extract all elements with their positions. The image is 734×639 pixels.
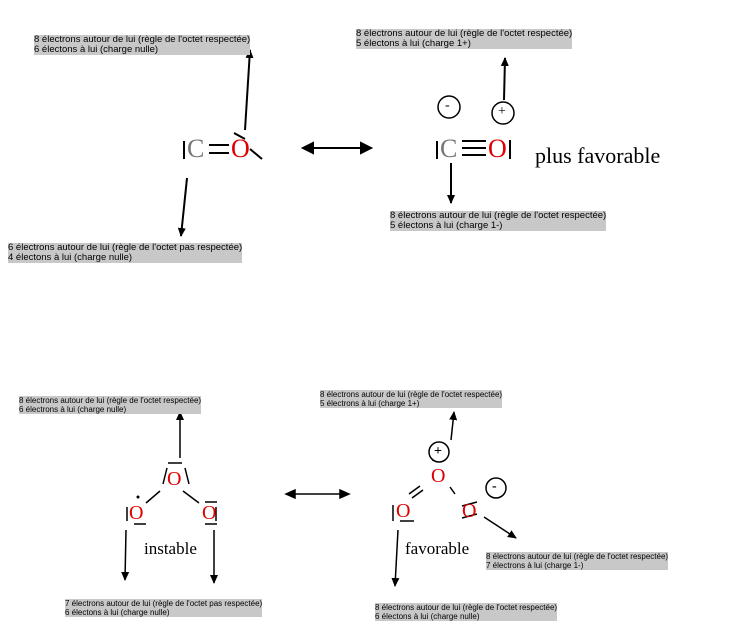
co-right-plus-circle [491,101,515,125]
o3-right-note-right: 8 électrons autour de lui (règle de l'oc… [486,552,669,570]
co-left-note-top: 8 électrons autour de lui (règle de l'oc… [34,34,251,55]
o3-left-right-oxygen: O [202,502,217,524]
note-line: 8 électrons autour de lui (règle de l'oc… [356,28,573,39]
co-left-bonds [183,132,263,160]
o3-left-note-top: 8 électrons autour de lui (règle de l'oc… [19,396,202,414]
note-line: 6 électrons à lui (charge nulle) [19,405,202,414]
note-line: 6 électrons autour de lui (règle de l'oc… [8,242,243,253]
o3-right-arrow-down-left [391,529,400,587]
note-line: 8 électrons autour de lui (règle de l'oc… [320,390,503,399]
co-right-carbon-atom: C [440,134,458,163]
o3-right-note-bottom: 8 électrons autour de lui (règle de l'oc… [375,603,558,621]
co-right-bonds [436,140,511,159]
note-line: 8 électrons autour de lui (règle de l'oc… [19,396,202,405]
co-right-oxygen-atom: O [488,134,507,163]
note-line: 4 électons à lui (charge nulle) [8,253,243,263]
o3-right-right-oxygen: O [462,500,477,522]
note-line: 6 électons à lui (charge nulle) [34,45,251,55]
o3-right-minus-charge: - [492,479,497,494]
o3-right-note-top: 8 électrons autour de lui (règle de l'oc… [320,390,503,408]
note-line: 8 électrons autour de lui (règle de l'oc… [486,552,669,561]
resonance-arrow-bottom [284,488,351,500]
o3-left-center-oxygen: O [167,468,182,490]
note-line: 5 électons à lui (charge 1-) [390,221,607,231]
note-line: 6 électons à lui (charge nulle) [375,612,558,621]
co-left-arrow-up [244,49,254,131]
note-line: 8 électrons autour de lui (règle de l'oc… [390,210,607,221]
note-line: 6 électons à lui (charge nulle) [65,608,263,617]
co-left-arrow-down [177,177,188,237]
co-left-carbon-atom: C [187,134,205,163]
co-right-arrow-up [500,57,509,101]
note-line: 5 électrons à lui (charge 1+) [320,399,503,408]
o3-right-arrow-up [449,411,458,441]
resonance-arrow-top [300,141,374,155]
o3-left-instable-label: instable [144,539,197,558]
co-right-note-bottom: 8 électrons autour de lui (règle de l'oc… [390,210,607,231]
o3-right-favorable-label: favorable [405,539,470,558]
o3-right-arrow-down-right [483,516,517,539]
o3-right-bonds [392,459,478,522]
co-right-minus-circle [437,95,461,119]
note-line: 7 électrons autour de lui (règle de l'oc… [65,599,263,608]
o3-left-left-oxygen: O [129,502,144,524]
o3-right-plus-charge: + [434,444,442,459]
o3-left-note-bottom: 7 électrons autour de lui (règle de l'oc… [65,599,263,617]
o3-left-arrow-down-left [121,529,130,581]
o3-right-center-oxygen: O [431,465,446,487]
o3-left-radical-dot [136,495,140,499]
note-line: 8 électrons autour de lui (règle de l'oc… [375,603,558,612]
co-right-note-top: 8 électrons autour de lui (règle de l'oc… [356,28,573,49]
note-line: 7 électrons à lui (charge 1-) [486,561,669,570]
o3-left-bonds [126,462,217,525]
co-right-favorable-label: plus favorable [535,143,661,168]
co-right-plus-charge: + [498,104,506,119]
o3-right-plus-circle [428,441,450,463]
o3-right-left-oxygen: O [396,500,411,522]
co-left-note-bottom: 6 électrons autour de lui (règle de l'oc… [8,242,243,263]
co-right-minus-charge: - [445,98,450,113]
note-line: 5 électons à lui (charge 1+) [356,39,573,49]
note-line: 8 électrons autour de lui (règle de l'oc… [34,34,251,45]
o3-right-minus-circle [485,477,507,499]
co-left-oxygen-atom: O [231,134,250,163]
